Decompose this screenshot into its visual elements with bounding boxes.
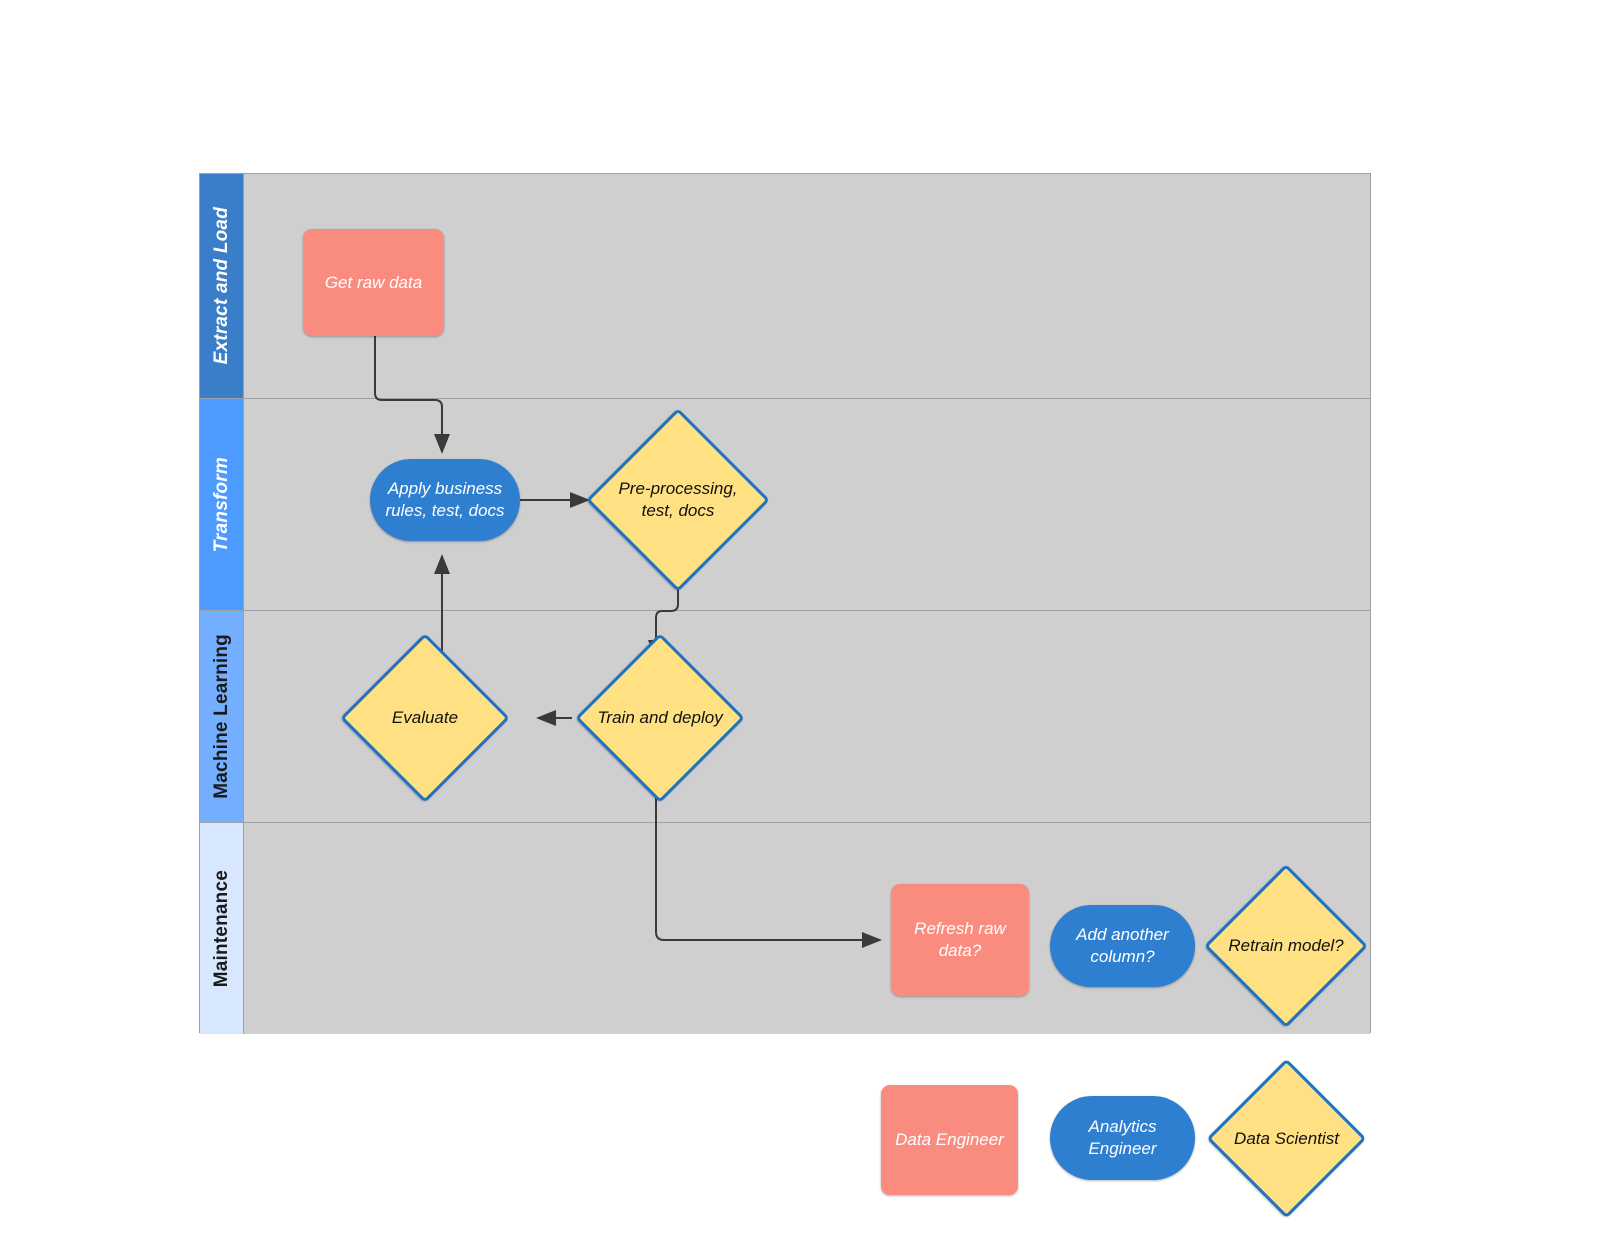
node-apply-rules[interactable]: Apply business rules, test, docs (370, 459, 520, 541)
lane-header-maintenance: Maintenance (200, 823, 244, 1034)
node-evaluate[interactable]: Evaluate (340, 633, 510, 803)
node-get-raw-data[interactable]: Get raw data (303, 229, 444, 336)
node-label-retrain-model: Retrain model? (1228, 936, 1344, 956)
node-label-refresh-raw-data: Refresh raw data? (914, 919, 1006, 960)
legend-item-data-scientist: Data Scientist (1206, 1058, 1367, 1219)
legend-label-data-scientist: Data Scientist (1234, 1128, 1339, 1148)
node-retrain-model[interactable]: Retrain model? (1203, 863, 1369, 1029)
legend-item-data-engineer: Data Engineer (881, 1085, 1018, 1195)
legend-label-data-engineer: Data Engineer (895, 1130, 1004, 1150)
node-label-evaluate: Evaluate (391, 708, 459, 728)
node-train-and-deploy[interactable]: Train and deploy (575, 633, 745, 803)
node-add-another-column[interactable]: Add another column? (1050, 905, 1195, 987)
node-pre-processing[interactable]: Pre-processing, test, docs (586, 408, 770, 592)
node-refresh-raw-data[interactable]: Refresh raw data? (891, 884, 1029, 996)
legend-item-analytics-engineer: Analytics Engineer (1050, 1096, 1195, 1180)
node-label-pre-processing: Pre-processing, test, docs (618, 479, 738, 520)
lane-header-extract-and-load: Extract and Load (200, 174, 244, 398)
legend-label-analytics-engineer: Analytics Engineer (1088, 1117, 1157, 1158)
node-label-apply-rules: Apply business rules, test, docs (385, 479, 505, 520)
lane-header-machine-learning: Machine Learning (200, 611, 244, 822)
node-label-add-another-column: Add another column? (1076, 925, 1169, 966)
node-label-train-and-deploy: Train and deploy (597, 708, 723, 728)
node-label-get-raw-data: Get raw data (324, 272, 423, 292)
lane-header-transform: Transform (200, 399, 244, 610)
